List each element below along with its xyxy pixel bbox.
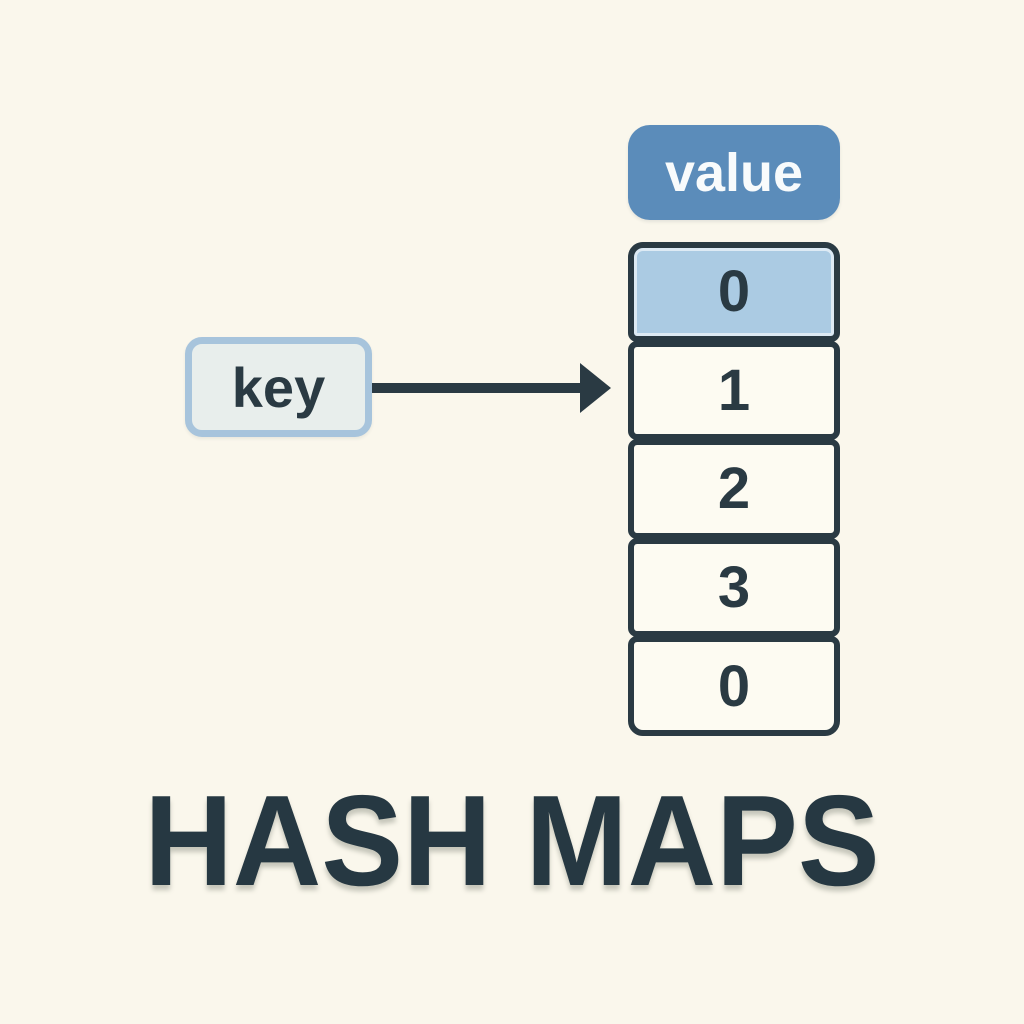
key-label: key bbox=[231, 355, 326, 419]
key-box: key bbox=[185, 337, 372, 437]
bucket-array: 0 1 2 3 0 bbox=[628, 242, 840, 736]
bucket-cell: 2 bbox=[628, 439, 840, 539]
bucket-cell-value: 1 bbox=[717, 357, 751, 423]
bucket-cell-value: 2 bbox=[717, 456, 751, 522]
arrow-head-icon bbox=[580, 363, 611, 413]
bucket-cell: 1 bbox=[628, 340, 840, 441]
arrow-line bbox=[372, 383, 584, 393]
bucket-cell-value: 0 bbox=[717, 259, 751, 325]
diagram-title: HASH MAPS bbox=[144, 769, 880, 913]
bucket-cell-value: 3 bbox=[717, 555, 751, 621]
bucket-cell: 3 bbox=[628, 537, 840, 638]
bucket-cell: 0 bbox=[628, 636, 840, 736]
bucket-cell: 0 bbox=[628, 242, 840, 342]
bucket-cell-value: 0 bbox=[717, 653, 751, 719]
value-header-label: value bbox=[664, 142, 804, 203]
value-header-badge: value bbox=[628, 125, 840, 220]
